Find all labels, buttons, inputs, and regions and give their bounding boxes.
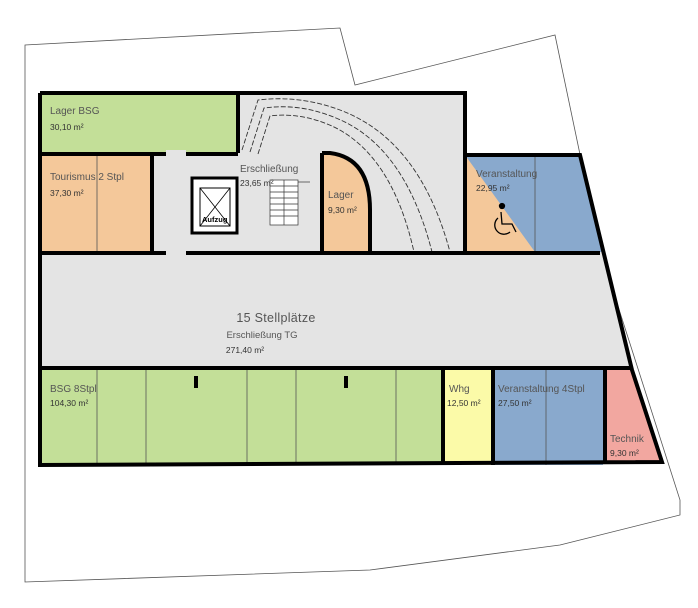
- room-technik: [605, 370, 660, 462]
- column-marks: [166, 150, 348, 388]
- lager-bsg-area: 30,10 m²: [50, 122, 84, 132]
- aufzug-label: Aufzug: [202, 215, 228, 224]
- tourismus-area: 37,30 m²: [50, 188, 84, 198]
- erschliessung-name: Erschließung: [240, 164, 298, 175]
- tg-name: Erschließung TG: [226, 330, 297, 341]
- erschliessung-area: 23,65 m²: [240, 178, 274, 188]
- parking-dividers: [96, 155, 547, 465]
- lager-area: 9,30 m²: [328, 205, 357, 215]
- bsg-area: 104,30 m²: [50, 398, 88, 408]
- whg-area: 12,50 m²: [447, 398, 481, 408]
- ramp-lines: [241, 98, 451, 253]
- tg-title: 15 Stellplätze: [236, 311, 315, 325]
- room-veranstaltung-4: [493, 368, 603, 465]
- lager-name: Lager: [328, 190, 354, 201]
- room-whg: [443, 368, 493, 465]
- elevator: [190, 176, 239, 235]
- wheelchair-icon: [494, 202, 517, 235]
- stairs: [269, 179, 310, 226]
- room-lager: [322, 153, 370, 252]
- lager-bsg-name: Lager BSG: [50, 106, 100, 117]
- whg-name: Whg: [449, 384, 470, 395]
- veranstaltung-area: 22,95 m²: [476, 183, 510, 193]
- bsg-name: BSG 8Stpl: [50, 384, 97, 395]
- veranstaltung-name: Veranstaltung: [476, 169, 537, 180]
- tg-area: 271,40 m²: [226, 345, 264, 355]
- room-veranstaltung-blue: [465, 155, 603, 252]
- technik-area: 9,30 m²: [610, 448, 639, 458]
- walls: [38, 91, 665, 468]
- veranstaltung4-name: Veranstaltung 4Stpl: [498, 384, 585, 395]
- technik-name: Technik: [610, 434, 645, 445]
- room-bsg: [40, 368, 443, 465]
- veranstaltung4-area: 27,50 m²: [498, 398, 532, 408]
- room-tourismus: [40, 155, 152, 253]
- tourismus-name: Tourismus 2 Stpl: [50, 172, 124, 183]
- room-lager-bsg: [40, 93, 238, 153]
- site-boundary: [24, 27, 681, 583]
